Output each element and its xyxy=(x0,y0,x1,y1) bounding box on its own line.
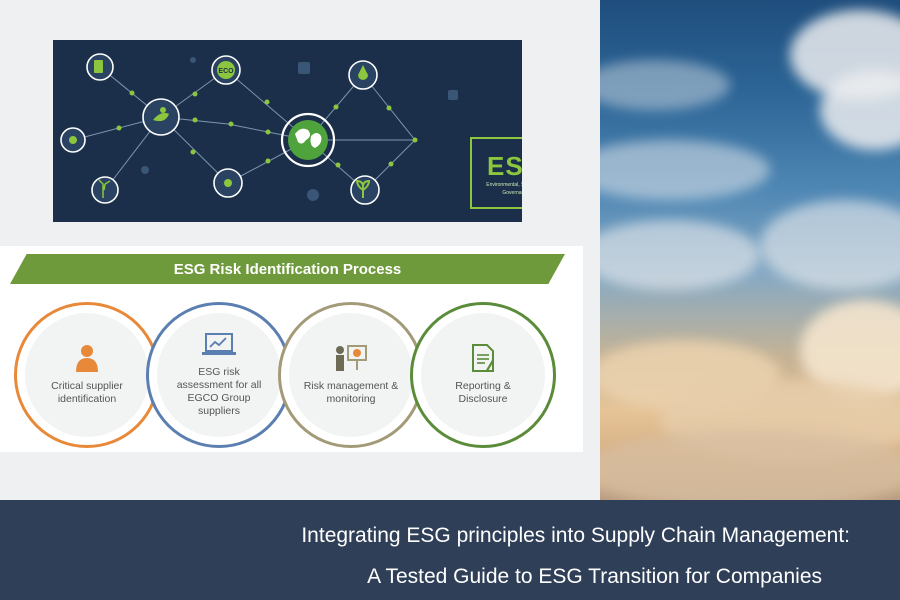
headline-line-1: Integrating ESG principles into Supply C… xyxy=(301,524,850,547)
eco-label: ECO xyxy=(218,68,234,75)
esg-badge: ESG Environmental, Social, and Governanc… xyxy=(470,137,522,209)
step-label: Critical supplier identification xyxy=(51,380,123,405)
process-title: ESG Risk Identification Process xyxy=(173,260,402,278)
step-label: Risk management & monitoring xyxy=(303,380,399,405)
esg-badge-title: ESG xyxy=(487,151,522,181)
step-critical-supplier: Critical supplier identification xyxy=(14,302,160,448)
document-icon xyxy=(472,344,494,372)
step-risk-assessment: ESG risk assessment for all EGCO Group s… xyxy=(146,302,292,448)
presenter-chart-icon xyxy=(336,345,367,371)
process-banner: ESG Risk Identification Process xyxy=(10,254,565,284)
headline-line-2: A Tested Guide to ESG Transition for Com… xyxy=(367,565,822,588)
title-footer: Integrating ESG principles into Supply C… xyxy=(0,500,900,600)
laptop-chart-icon xyxy=(202,333,236,355)
step-label: Reporting & Disclosure xyxy=(455,380,511,405)
esg-badge-subtitle: Environmental, Social, and Governance xyxy=(486,182,522,196)
risk-identification-process: ESG Risk Identification Process Critical… xyxy=(0,246,583,452)
esg-network-diagram: ECO xyxy=(60,53,458,205)
esg-network-graphic: ECO ESG Environmental, Social, and Gover… xyxy=(53,40,522,222)
step-label: ESG risk assessment for all EGCO Group s… xyxy=(176,366,262,417)
sky-photo xyxy=(600,0,900,500)
person-icon xyxy=(76,345,98,372)
step-risk-management: Risk management & monitoring xyxy=(278,302,424,448)
step-reporting: Reporting & Disclosure xyxy=(410,302,556,448)
